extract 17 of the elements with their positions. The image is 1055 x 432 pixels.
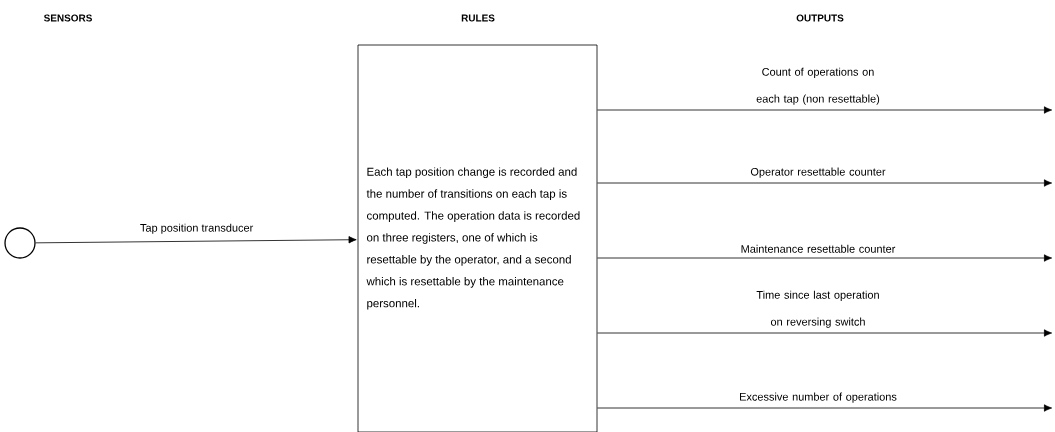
column-heading: SENSORS	[43, 14, 92, 22]
edge-label: Excessive number of operations	[740, 392, 897, 403]
arrow	[597, 254, 1052, 262]
edge-label: Count of operations on each tap (non resettable)	[756, 67, 880, 105]
sensor-circle	[4, 227, 36, 259]
arrow	[597, 404, 1052, 412]
column-heading: OUTPUTS	[796, 14, 844, 22]
rules-box: Each tap position change is recorded and the number of transitions on each tap is computed. The operation data is recorded on three registers, one of which is resettable by the operator, and a second which is resettable by the maintenance personnel.	[357, 44, 598, 432]
edge-label: Maintenance resettable counter	[741, 244, 896, 253]
arrow	[597, 179, 1052, 187]
arrow	[597, 329, 1052, 337]
arrow	[35, 236, 357, 244]
edge-label: Tap position transducer	[140, 223, 254, 234]
arrow	[597, 106, 1052, 114]
edge-label: Time since last operation on reversing switch	[756, 290, 879, 328]
edge-label: Operator resettable counter	[750, 167, 886, 178]
column-heading: RULES	[461, 14, 495, 22]
